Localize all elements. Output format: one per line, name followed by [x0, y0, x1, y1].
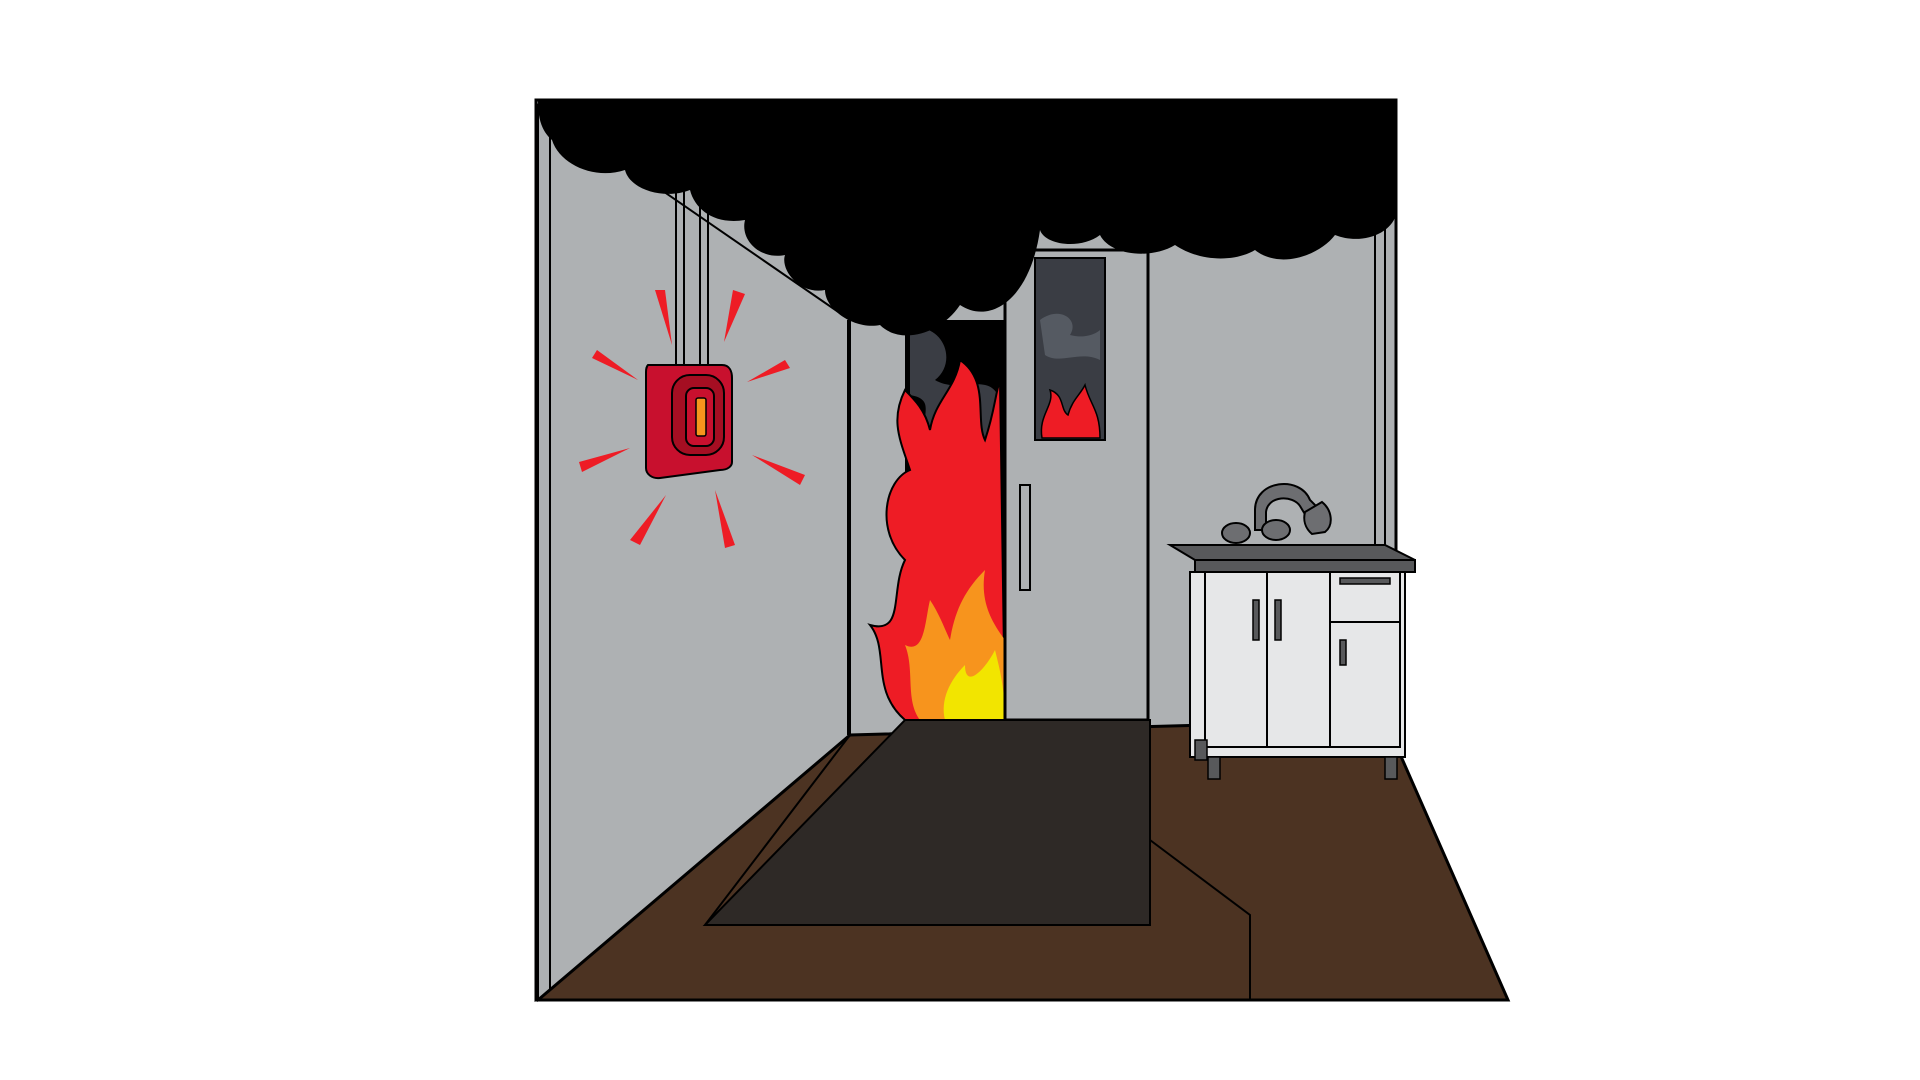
flame-icon	[867, 358, 1007, 721]
smoke-cloud	[538, 100, 1396, 336]
door-window-smoke	[1040, 313, 1100, 360]
alarm-ringing-rays	[579, 290, 805, 548]
doormat	[702, 719, 1151, 926]
doormat-edge	[704, 734, 851, 926]
door-handle[interactable]	[1019, 484, 1031, 591]
floor-step	[1149, 839, 1251, 1000]
sink-cabinet	[1166, 544, 1416, 780]
fire-alarm-icon	[645, 180, 733, 480]
door-window-flame	[1040, 382, 1101, 439]
faucet-icon	[1221, 483, 1332, 544]
